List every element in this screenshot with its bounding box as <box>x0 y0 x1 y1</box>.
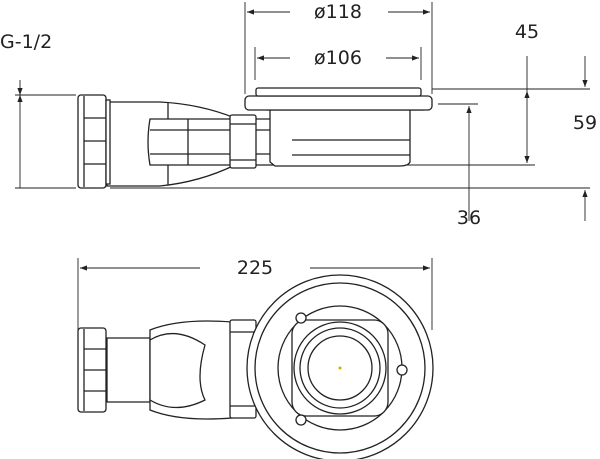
side-view: ø118 ø106 45 59 36 G-1/2 <box>0 1 597 229</box>
drain-flange <box>244 95 433 111</box>
grate-plate <box>255 87 422 97</box>
screw-icons <box>295 312 408 426</box>
inner-diameter-label: ø106 <box>314 47 362 69</box>
pipe <box>147 118 291 166</box>
hood <box>149 320 233 420</box>
total-height-label: 59 <box>573 112 597 134</box>
top-view: 225 <box>77 257 434 459</box>
bowl-height-label: 45 <box>515 21 539 43</box>
outer-diameter-label: ø118 <box>314 1 362 23</box>
coupling <box>229 114 257 169</box>
thread-label: G-1/2 <box>0 31 52 53</box>
length-label: 225 <box>237 257 273 279</box>
outlet-height-label: 36 <box>457 207 481 229</box>
drain-bowl <box>266 109 424 167</box>
